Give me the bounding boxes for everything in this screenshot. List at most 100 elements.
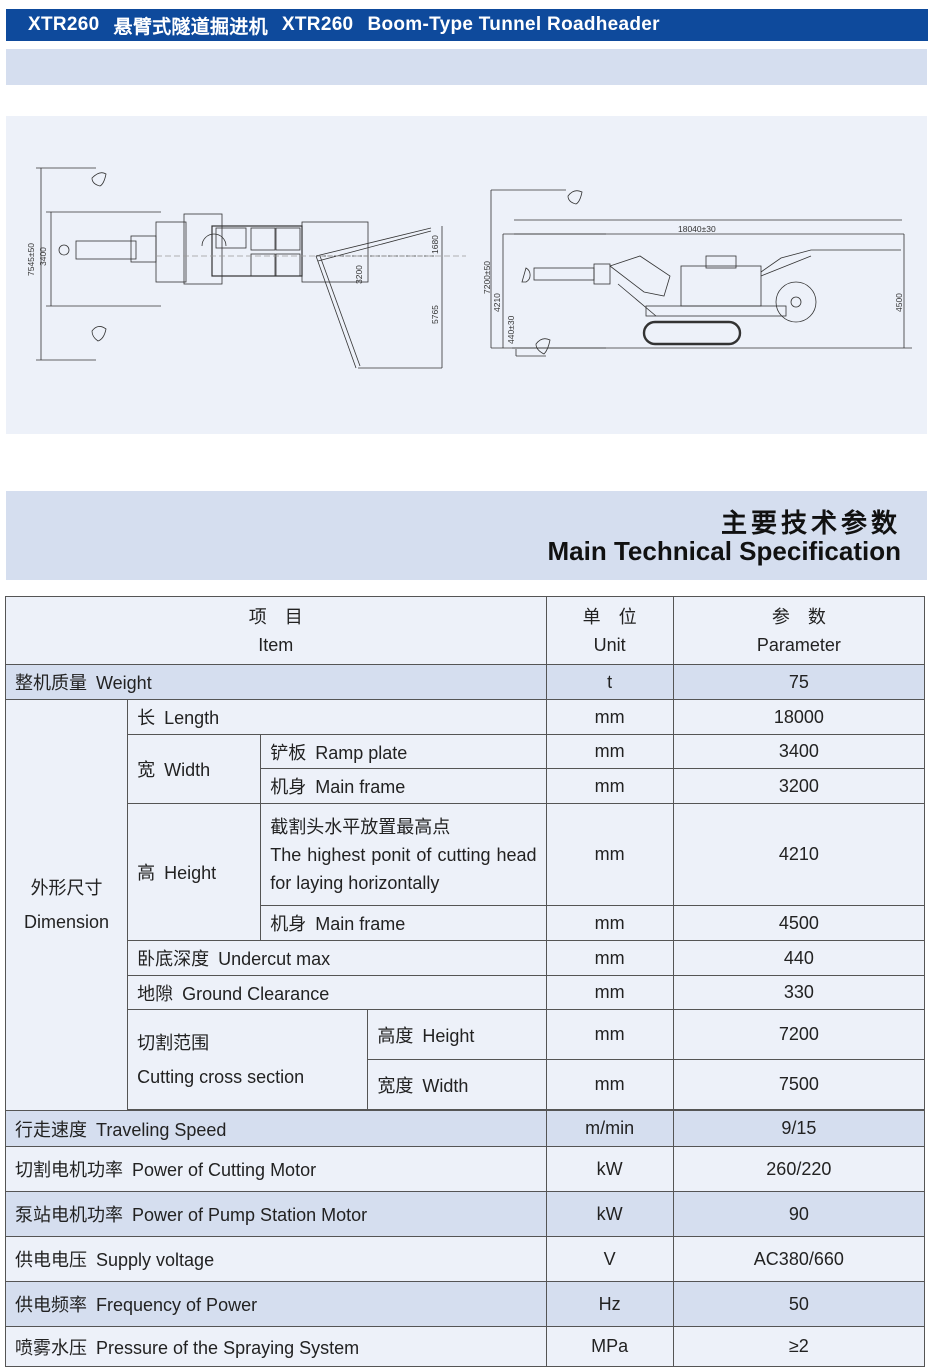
technical-drawing: 7545±50 3400 3200 1680 5765 [6,116,927,434]
unit-cell: mm [545,1059,674,1110]
value-cell: AC380/660 [672,1236,926,1282]
value-cell: 330 [672,975,926,1010]
spec-section-header: 主要技术参数 Main Technical Specification [6,491,927,580]
unit-cell: mm [545,699,674,735]
value-cell: 18000 [672,699,926,735]
header-param-cn: 参 数 [771,606,826,627]
unit-cell: mm [545,803,674,906]
value-cell: ≥2 [672,1326,926,1367]
dim-label: 440±30 [506,315,516,344]
cutting-en: Cutting cross section [137,1066,305,1087]
header-unit-cn: 单 位 [582,606,637,627]
unit-cell: mm [545,1009,674,1060]
value-cell: 260/220 [672,1146,926,1192]
dim-label: 5765 [430,305,440,324]
header-param-en: Parameter [756,634,841,655]
value-cell: 4500 [672,905,926,941]
unit-cell: kW [545,1146,674,1192]
decorative-band [6,49,927,85]
dim-label: 4210 [492,293,502,312]
value-cell: 75 [672,664,926,700]
item-label-en: The highest ponit of cutting head for la… [270,844,537,893]
header-unit: 单 位 Unit [545,596,674,665]
dim-label: 1680 [430,235,440,254]
cutting-cn: 切割范围 [137,1032,210,1053]
dim-label: 18040±30 [678,224,716,234]
dim-label: 7545±50 [26,243,36,276]
table-header-row: 项 目 Item 单 位 Unit 参 数 Parameter [5,596,926,665]
header-parameter: 参 数 Parameter [672,596,926,665]
dim-label: 7200±50 [482,261,492,294]
spec-title-en: Main Technical Specification [547,536,902,566]
dimension-group-label: 外形尺寸 Dimension [4,699,129,1111]
cutting-group-label: 切割范围 Cutting cross section [127,1009,369,1110]
title-model: XTR260 [28,14,100,35]
dimension-cn: 外形尺寸 [30,878,103,898]
unit-cell: mm [545,768,674,804]
header-unit-en: Unit [593,634,626,655]
title-cn: 悬臂式隧道掘进机 [113,16,268,38]
unit-cell: mm [545,940,674,976]
header-item-cn: 项 目 [248,606,303,627]
value-cell: 50 [672,1281,926,1327]
header-item: 项 目 Item [5,596,547,665]
side-view-dimension-labels: 18040±30 7200±50 4210 440±30 4500 [482,224,904,344]
unit-cell: mm [545,734,674,769]
machine-drawings-svg: 7545±50 3400 3200 1680 5765 [26,167,912,369]
unit-cell: mm [545,975,674,1010]
value-cell: 9/15 [672,1110,926,1147]
item-label: 截割头水平放置最高点 The highest ponit of cutting … [260,803,547,906]
item-label-cn: 截割头水平放置最高点 [270,816,451,837]
unit-cell: mm [545,905,674,941]
title-en-model: XTR260 [281,14,354,35]
unit-cell: Hz [545,1281,674,1327]
unit-cell: t [545,664,674,700]
value-cell: 3200 [672,768,926,804]
page-title-bar: XTR260 悬臂式隧道掘进机 XTR260 Boom-Type Tunnel … [6,9,928,41]
value-cell: 7500 [672,1059,926,1110]
value-cell: 7200 [672,1009,926,1060]
title-en: Boom-Type Tunnel Roadheader [367,14,660,35]
top-view-drawing [36,167,466,369]
dimension-en: Dimension [24,912,110,932]
value-cell: 4210 [672,803,926,906]
top-view-dimension-labels: 7545±50 3400 3200 1680 5765 [26,235,440,324]
side-view-drawing [490,189,912,357]
header-item-en: Item [258,634,294,655]
unit-cell: V [545,1236,674,1282]
unit-cell: m/min [545,1110,674,1147]
